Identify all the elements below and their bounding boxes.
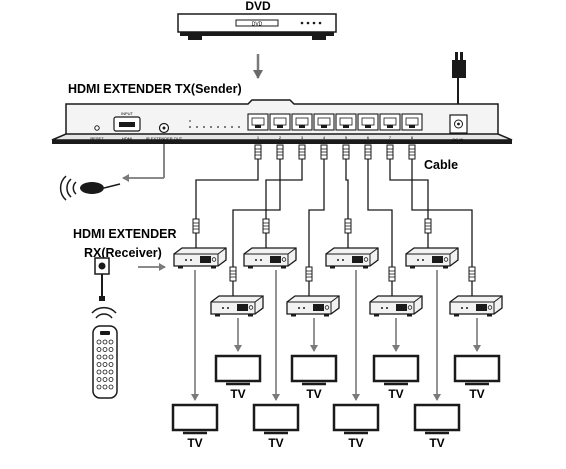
cable-run xyxy=(192,144,262,250)
rx-unit xyxy=(449,295,503,317)
tx-ir-label: IR EXTENDER OUT xyxy=(146,136,183,141)
tx-cable-plug xyxy=(276,144,284,160)
tx-led-group xyxy=(189,120,240,128)
tv-group: TV TV TV TV TV TV TV TV xyxy=(171,354,501,450)
rx-cable-plug xyxy=(388,266,396,282)
tv-set: TV xyxy=(453,354,501,401)
tv-set: TV xyxy=(252,403,300,450)
tv-label: TV xyxy=(187,436,202,450)
tx-dc-label: DC IN xyxy=(453,137,464,142)
tv-set: TV xyxy=(372,354,420,401)
receiver-group xyxy=(173,144,503,401)
rx-title-line1: HDMI EXTENDER xyxy=(73,227,176,241)
rx-cable-plug xyxy=(229,266,237,282)
tx-cable-plug xyxy=(408,144,416,160)
rx-unit xyxy=(243,247,297,269)
rx-unit xyxy=(369,295,423,317)
rx-cable-plug xyxy=(468,266,476,282)
cable-run xyxy=(262,144,306,250)
tx-port-number: 5 xyxy=(345,135,348,140)
rx-unit xyxy=(405,247,459,269)
tx-port-6: 6 xyxy=(357,113,379,140)
tx-port-group: 1 2 3 4 5 6 7 8 xyxy=(247,113,423,140)
ir-receiver-icon xyxy=(94,257,110,301)
rx-cable-plug xyxy=(192,218,200,234)
tx-cable-plug xyxy=(342,144,350,160)
tx-port-number: 8 xyxy=(411,135,414,140)
cable-run xyxy=(342,144,352,250)
tx-cable-plug xyxy=(254,144,262,160)
rx-cable-plug xyxy=(344,218,352,234)
tx-port-number: 4 xyxy=(323,135,326,140)
tx-port-number: 7 xyxy=(389,135,392,140)
tx-cable-plug xyxy=(320,144,328,160)
tx-port-1: 1 xyxy=(247,113,269,140)
tv-set: TV xyxy=(332,403,380,450)
tx-cable-plug xyxy=(298,144,306,160)
rx-unit xyxy=(210,295,264,317)
tx-reset-label: RESET xyxy=(90,136,104,141)
tx-cable-plug xyxy=(364,144,372,160)
tv-label: TV xyxy=(429,436,444,450)
cable-run xyxy=(386,144,432,250)
rx-unit xyxy=(325,247,379,269)
tv-set: TV xyxy=(413,403,461,450)
power-adapter-icon xyxy=(452,52,466,112)
tx-port-7: 7 xyxy=(379,113,401,140)
ir-extender-icon xyxy=(80,182,121,194)
tv-label: TV xyxy=(469,387,484,401)
cable-run xyxy=(364,144,396,298)
rx-cable-plug xyxy=(262,218,270,234)
remote-control-icon xyxy=(91,306,118,399)
cable-run xyxy=(229,144,284,298)
rx-cable-plug xyxy=(305,266,313,282)
cable-label: Cable xyxy=(424,158,458,172)
cable-run xyxy=(408,144,476,298)
tx-port-2: 2 xyxy=(269,113,291,140)
tx-title: HDMI EXTENDER TX(Sender) xyxy=(68,82,242,96)
tv-set: TV xyxy=(290,354,338,401)
dvd-player: DVD xyxy=(177,13,337,40)
tv-label: TV xyxy=(230,387,245,401)
tv-label: TV xyxy=(388,387,403,401)
rx-cable-plug xyxy=(424,218,432,234)
tv-label: TV xyxy=(348,436,363,450)
tx-port-3: 3 xyxy=(291,113,313,140)
dvd-title: DVD xyxy=(245,0,271,13)
tx-hdmi-label: HDMI xyxy=(122,136,132,141)
tx-cable-plug xyxy=(386,144,394,160)
rx-title-line2: RX(Receiver) xyxy=(84,246,162,260)
rx-unit xyxy=(173,247,227,269)
tx-port-number: 3 xyxy=(301,135,304,140)
tv-label: TV xyxy=(268,436,283,450)
tx-port-number: 6 xyxy=(367,135,370,140)
dvd-display-text: DVD xyxy=(252,22,263,28)
tx-input-label: INPUT xyxy=(121,111,134,116)
tx-port-number: 2 xyxy=(279,135,282,140)
cable-run xyxy=(305,144,328,298)
tv-label: TV xyxy=(306,387,321,401)
signal-waves-icon xyxy=(59,175,77,201)
tv-set: TV xyxy=(171,403,219,450)
rx-unit xyxy=(286,295,340,317)
tv-set: TV xyxy=(214,354,262,401)
tx-port-4: 4 xyxy=(313,113,335,140)
tx-port-number: 1 xyxy=(257,135,260,140)
tx-port-5: 5 xyxy=(335,113,357,140)
tx-port-8: 8 xyxy=(401,113,423,140)
